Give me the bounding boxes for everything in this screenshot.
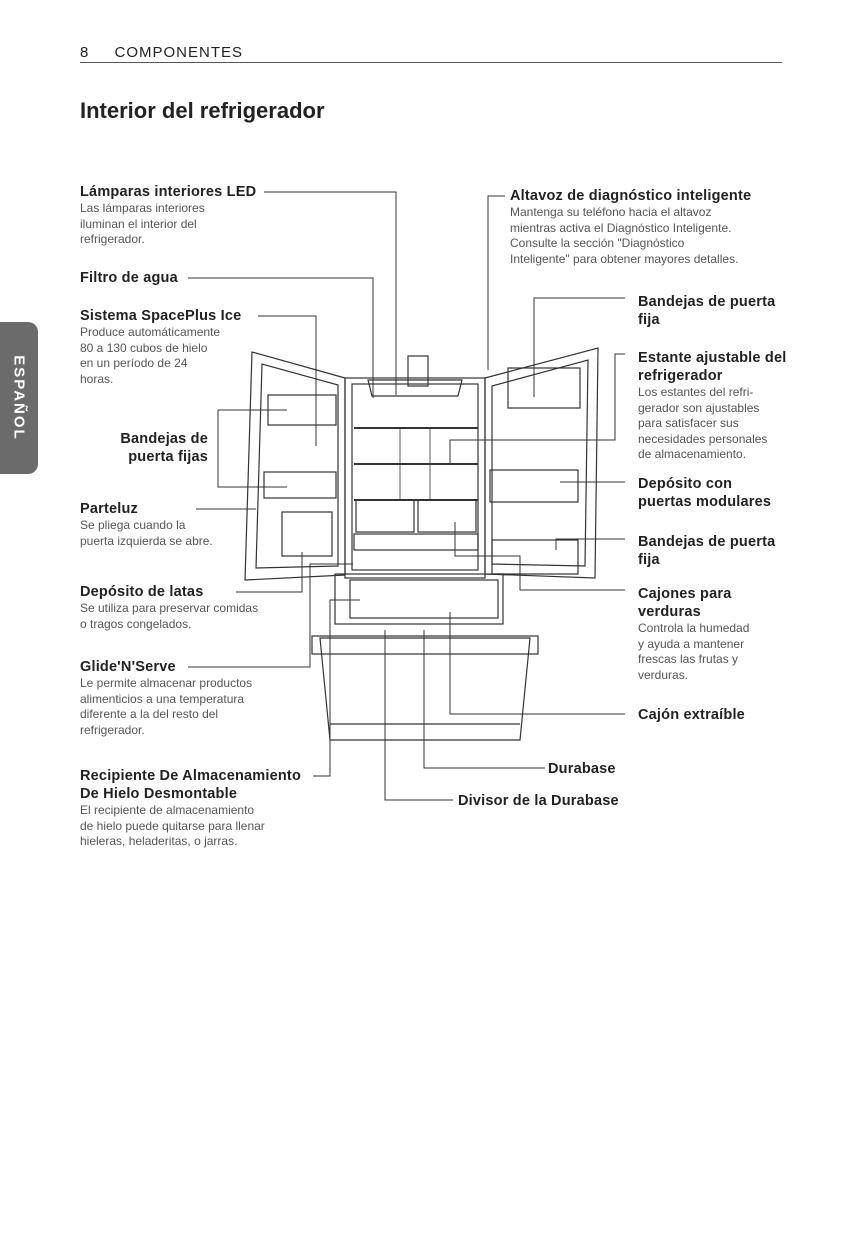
section-name: COMPONENTES xyxy=(114,44,244,61)
label-lamparas-desc-1: Las lámparas interiores xyxy=(80,201,205,215)
label-parteluz: Parteluz Se pliega cuando la puerta izqu… xyxy=(80,500,213,549)
label-spaceplus-desc-4: horas. xyxy=(80,371,114,386)
label-bandejas-izq-line-2: puerta fijas xyxy=(128,449,208,465)
label-lamparas-desc-2: iluminan el interior del xyxy=(80,216,197,231)
label-bandejas-izq-line-1: Bandejas de xyxy=(120,431,208,447)
label-estante-line-1: Estante ajustable del xyxy=(638,350,787,366)
label-deposito-latas-title: Depósito de latas xyxy=(80,584,204,600)
label-parteluz-title: Parteluz xyxy=(80,501,139,517)
label-lamparas-title: Lámparas interiores LED xyxy=(80,184,257,200)
label-cajones-line-1: Cajones para xyxy=(638,586,732,602)
label-durabase: Durabase xyxy=(548,760,616,778)
label-estante-desc-1: Los estantes del refri- xyxy=(638,385,754,399)
label-cajon-extraible-title: Cajón extraíble xyxy=(638,707,745,723)
label-altavoz-desc-3: Consulte la sección "Diagnóstico xyxy=(510,236,685,250)
label-recipiente: Recipiente De Almacenamiento De Hielo De… xyxy=(80,767,301,850)
label-glide-desc-4: refrigerador. xyxy=(80,722,145,737)
label-altavoz-title: Altavoz de diagnóstico inteligente xyxy=(510,188,752,204)
label-durabase-title: Durabase xyxy=(548,761,616,777)
label-bandejas-der-1-line-1: Bandejas de puerta xyxy=(638,294,776,310)
label-altavoz-desc-2: mientras activa el Diagnóstico Inteligen… xyxy=(510,220,732,235)
label-estante-line-2: refrigerador xyxy=(638,368,723,384)
label-filtro: Filtro de agua xyxy=(80,269,178,287)
refrigerator-drawing xyxy=(244,347,599,741)
label-parteluz-desc-2: puerta izquierda se abre. xyxy=(80,533,213,548)
label-estante-desc-2: gerador son ajustables xyxy=(638,400,760,415)
label-altavoz-desc-1: Mantenga su teléfono hacia el altavoz xyxy=(510,205,712,219)
label-estante-desc-4: necesidades personales xyxy=(638,431,768,446)
page-header: 8 COMPONENTES xyxy=(80,44,243,61)
header-rule xyxy=(80,62,782,63)
label-glide: Glide'N'Serve Le permite almacenar produ… xyxy=(80,658,252,738)
label-bandejas-der-1-line-2: fija xyxy=(638,312,660,328)
label-cajones-desc-4: verduras. xyxy=(638,667,689,682)
label-glide-desc-2: alimenticios a una temperatura xyxy=(80,691,245,706)
page-number: 8 xyxy=(80,44,90,61)
label-recipiente-desc-2: de hielo puede quitarse para llenar xyxy=(80,818,265,833)
label-spaceplus-desc-3: en un período de 24 xyxy=(80,356,188,370)
label-parteluz-desc-1: Se pliega cuando la xyxy=(80,518,186,532)
label-deposito-mod: Depósito con puertas modulares xyxy=(638,475,771,511)
label-lamparas: Lámparas interiores LED Las lámparas int… xyxy=(80,183,256,248)
label-estante: Estante ajustable del refrigerador Los e… xyxy=(638,349,786,463)
label-divisor-title: Divisor de la Durabase xyxy=(458,793,619,809)
label-cajones-desc-1: Controla la humedad xyxy=(638,621,750,635)
label-recipiente-line-2: De Hielo Desmontable xyxy=(80,786,238,802)
label-recipiente-desc-3: hieleras, heladeritas, o jarras. xyxy=(80,834,238,848)
label-deposito-latas-desc-2: o tragos congelados. xyxy=(80,616,192,631)
label-bandejas-der-2-line-1: Bandejas de puerta xyxy=(638,534,776,550)
label-bandejas-der-2-line-2: fija xyxy=(638,552,660,568)
label-divisor: Divisor de la Durabase xyxy=(458,792,619,810)
label-recipiente-line-1: Recipiente De Almacenamiento xyxy=(80,768,302,784)
label-bandejas-izq: Bandejas de puerta fijas xyxy=(118,430,208,466)
label-glide-desc-3: diferente a la del resto del xyxy=(80,707,219,721)
label-cajon-extraible: Cajón extraíble xyxy=(638,706,745,724)
label-altavoz: Altavoz de diagnóstico inteligente Mante… xyxy=(510,187,751,267)
label-deposito-mod-line-2: puertas modulares xyxy=(638,494,772,510)
label-deposito-latas-desc-1: Se utiliza para preservar comidas xyxy=(80,601,259,615)
label-bandejas-der-1: Bandejas de puerta fija xyxy=(638,293,775,329)
label-glide-title: Glide'N'Serve xyxy=(80,659,176,675)
label-cajones: Cajones para verduras Controla la humeda… xyxy=(638,585,749,683)
label-lamparas-desc-3: refrigerador. xyxy=(80,232,145,246)
label-spaceplus: Sistema SpacePlus Ice Produce automática… xyxy=(80,307,241,387)
label-cajones-desc-2: y ayuda a mantener xyxy=(638,636,745,651)
label-deposito-mod-line-1: Depósito con xyxy=(638,476,733,492)
label-cajones-desc-3: frescas las frutas y xyxy=(638,652,739,666)
label-deposito-latas: Depósito de latas Se utiliza para preser… xyxy=(80,583,258,632)
leader-lines xyxy=(188,191,625,801)
page-title: Interior del refrigerador xyxy=(80,98,325,123)
label-cajones-line-2: verduras xyxy=(638,604,701,620)
label-estante-desc-3: para satisfacer sus xyxy=(638,416,739,430)
label-spaceplus-desc-1: Produce automáticamente xyxy=(80,325,221,339)
label-spaceplus-desc-2: 80 a 130 cubos de hielo xyxy=(80,340,208,355)
label-bandejas-der-2: Bandejas de puerta fija xyxy=(638,533,775,569)
label-recipiente-desc-1: El recipiente de almacenamiento xyxy=(80,803,255,817)
label-altavoz-desc-4: Inteligente" para obtener mayores detall… xyxy=(510,251,739,266)
label-glide-desc-1: Le permite almacenar productos xyxy=(80,676,253,690)
label-estante-desc-5: de almacenamiento. xyxy=(638,447,747,461)
label-spaceplus-title: Sistema SpacePlus Ice xyxy=(80,308,242,324)
language-side-tab: ESPAÑOL xyxy=(0,322,38,474)
label-filtro-title: Filtro de agua xyxy=(80,270,178,286)
